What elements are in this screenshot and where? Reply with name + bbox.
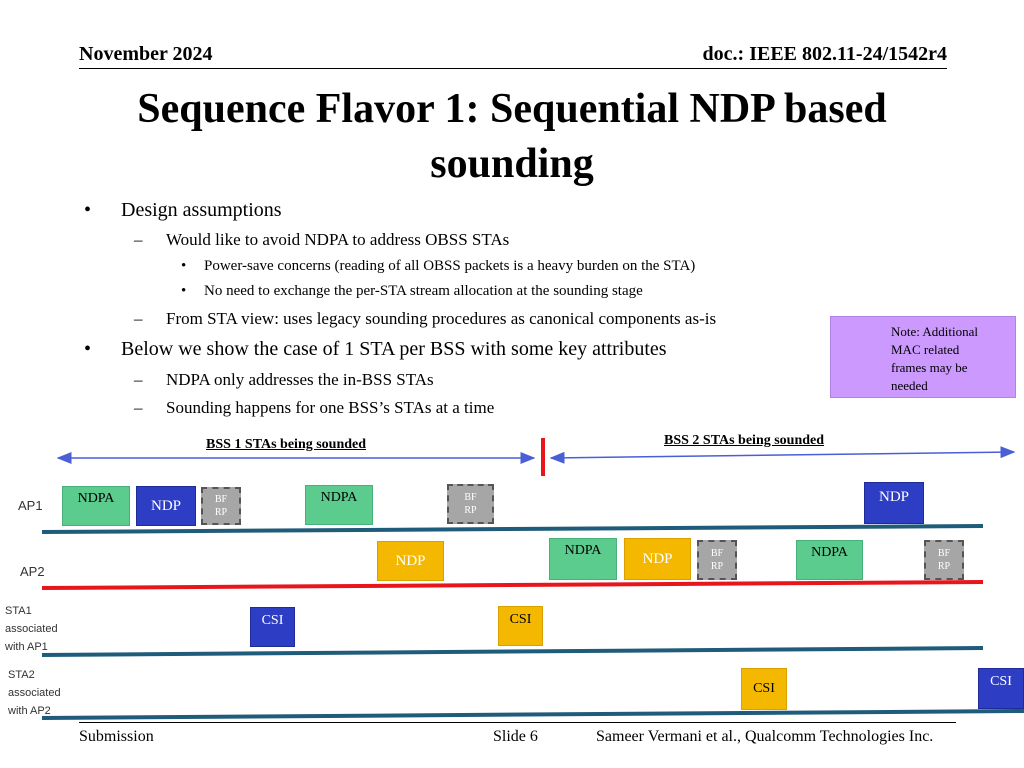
bullet-marker: •: [181, 258, 187, 274]
lane-label-line: with AP2: [8, 705, 51, 717]
bullet-no-need: No need to exchange the per-STA stream a…: [204, 283, 643, 299]
bullet-sta-view: From STA view: uses legacy sounding proc…: [166, 309, 717, 328]
lane-label-line: STA2: [8, 669, 35, 681]
note-line: frames may be: [891, 360, 968, 375]
ap2-bf-rp-frame: BF RP: [697, 540, 737, 580]
bullet-avoid-ndpa: Would like to avoid NDPA to address OBSS…: [166, 230, 510, 249]
sta2-csi-frame: CSI: [741, 668, 787, 710]
lane-label-ap2: AP2: [20, 564, 45, 579]
bss2-span-arrow: [549, 446, 1016, 464]
bss2-sounding-label: BSS 2 STAs being sounded: [664, 433, 825, 448]
rp-label: RP: [214, 507, 228, 518]
lane-label-sta2: STA2 associated with AP2: [8, 666, 61, 720]
bullet-power-save: Power-save concerns (reading of all OBSS…: [204, 258, 696, 274]
lane-label-line: with AP1: [5, 641, 48, 653]
sta1-csi-frame: CSI: [250, 607, 295, 647]
slide-title: Sequence Flavor 1: Sequential NDP based …: [137, 86, 887, 187]
ap1-timeline: [41, 524, 984, 534]
bullet-marker: •: [84, 338, 92, 360]
header-divider: [79, 68, 947, 69]
dash-marker: –: [134, 309, 143, 328]
lane-label-line: STA1: [5, 605, 32, 617]
bullet-design-assumptions: Design assumptions: [121, 199, 282, 221]
header-date: November 2024: [79, 43, 213, 65]
note-box: Note: Additional MAC related frames may …: [830, 316, 1016, 398]
ap2-ndp-frame: NDP: [377, 541, 444, 581]
lane-label-ap1: AP1: [18, 498, 43, 513]
ap1-bf-rp-frame: BF RP: [201, 487, 241, 525]
bullet-ndpa-only: NDPA only addresses the in-BSS STAs: [166, 370, 434, 389]
dash-marker: –: [134, 230, 143, 249]
footer-author: Sameer Vermani et al., Qualcomm Technolo…: [596, 728, 934, 745]
ap1-bf-rp-frame: BF RP: [447, 484, 494, 524]
sta1-csi-frame: CSI: [498, 606, 543, 646]
sta2-timeline: [41, 709, 1024, 720]
footer-slide-number: Slide 6: [493, 728, 538, 745]
note-line: Note: Additional: [891, 324, 979, 339]
bullet-sounding-one: Sounding happens for one BSS’s STAs at a…: [166, 398, 495, 417]
bf-label: BF: [937, 548, 951, 559]
footer-divider: [79, 722, 956, 723]
ap1-ndpa-frame: NDPA: [305, 485, 373, 525]
ap1-ndpa-frame: NDPA: [62, 486, 130, 526]
lane-label-line: associated: [5, 623, 58, 635]
ap2-ndp-frame: NDP: [624, 538, 691, 580]
ap2-ndpa-frame: NDPA: [549, 538, 617, 580]
bf-label: BF: [710, 548, 724, 559]
dash-marker: –: [134, 370, 143, 389]
ap2-bf-rp-frame: BF RP: [924, 540, 964, 580]
sta2-csi-frame: CSI: [978, 668, 1024, 709]
note-line: MAC related: [891, 342, 960, 357]
ap2-timeline: [41, 580, 984, 590]
bullet-marker: •: [84, 199, 92, 221]
footer-submission: Submission: [79, 728, 154, 745]
bullet-below: Below we show the case of 1 STA per BSS …: [121, 338, 667, 360]
rp-label: RP: [710, 561, 724, 572]
rp-label: RP: [464, 505, 477, 516]
lane-label-line: associated: [8, 687, 61, 699]
note-line: needed: [891, 378, 928, 393]
rp-label: RP: [937, 561, 951, 572]
bss1-sounding-label: BSS 1 STAs being sounded: [206, 437, 367, 452]
ap1-ndp-frame: NDP: [136, 486, 196, 526]
ap1-ndp-frame: NDP: [864, 482, 924, 524]
sta1-timeline: [41, 646, 984, 657]
bf-label: BF: [464, 492, 477, 503]
ap2-ndpa-frame: NDPA: [796, 540, 863, 580]
bf-label: BF: [214, 494, 228, 505]
dash-marker: –: [134, 398, 143, 417]
lane-label-sta1: STA1 associated with AP1: [5, 602, 58, 656]
bullet-marker: •: [181, 283, 187, 299]
header-doc-number: doc.: IEEE 802.11-24/1542r4: [702, 43, 947, 65]
